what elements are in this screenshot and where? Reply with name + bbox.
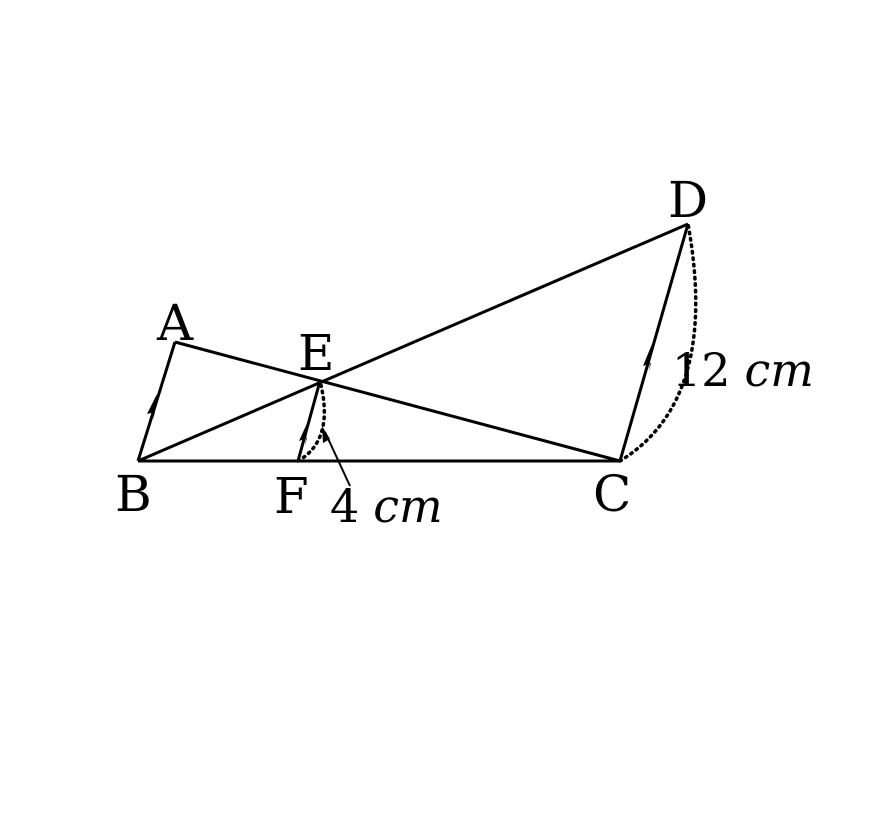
measure-value-12: 12: [672, 343, 731, 397]
measure-unit-cm-cd: cm: [745, 343, 814, 397]
leader-line-4cm: [324, 431, 351, 487]
segment-ac: [174, 340, 621, 463]
measure-value-4: 4: [330, 479, 359, 533]
segment-ba: [136, 341, 177, 462]
parallel-arrow-fe: [299, 419, 309, 446]
measure-unit-cm-ef: cm: [373, 479, 442, 533]
label-a: A: [156, 294, 194, 352]
label-e: E: [298, 324, 335, 382]
measure-arc-ef: [296, 379, 327, 463]
label-f: F: [274, 467, 309, 525]
label-d: D: [668, 171, 708, 229]
measure-arc-cd: [618, 222, 698, 463]
segment-bd: [137, 222, 689, 463]
label-c: C: [593, 465, 631, 523]
measure-label-4cm: 4 cm: [330, 479, 443, 533]
parallel-arrow-cd: [643, 344, 652, 371]
segment-fe: [296, 380, 322, 462]
label-b: B: [115, 465, 152, 523]
measure-label-12cm: 12 cm: [672, 343, 814, 397]
parallel-arrow-ab: [147, 394, 157, 420]
leader-arrowhead: [322, 426, 330, 443]
segment-cd: [618, 223, 690, 462]
